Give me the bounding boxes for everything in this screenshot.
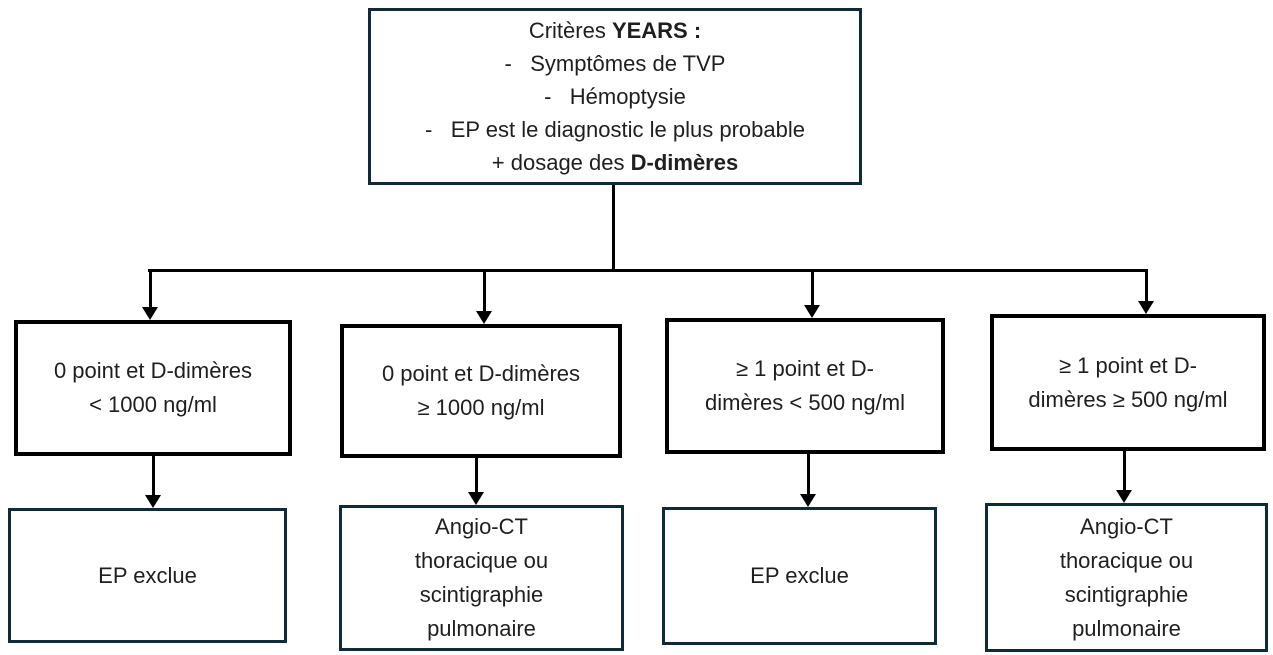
condition-text: ≥ 1 point et D- dimères < 500 ng/ml — [705, 356, 905, 415]
outcome-box-angioct-1: Angio-CT thoracique ou scintigraphie pul… — [339, 505, 624, 651]
arrow-down-icon — [468, 492, 484, 505]
connector-drop-2 — [483, 269, 486, 312]
arrow-down-icon — [145, 495, 161, 508]
criteria-item-tvp: - Symptômes de TVP — [504, 51, 726, 76]
arrow-down-icon — [1116, 490, 1132, 503]
criteria-footer: + dosage des D-dimères — [492, 146, 738, 179]
outcome-box-ep-exclue-2: EP exclue — [662, 507, 937, 645]
outcome-text: EP exclue — [98, 562, 197, 588]
arrow-down-icon — [804, 305, 820, 318]
arrow-down-icon — [800, 494, 816, 507]
connector-outcome-1 — [152, 456, 155, 496]
condition-text: 0 point et D-dimères < 1000 ng/ml — [53, 358, 253, 417]
connector-outcome-4 — [1123, 451, 1126, 491]
connector-stem — [612, 185, 615, 270]
arrow-down-icon — [142, 307, 158, 320]
connector-outcome-3 — [807, 454, 810, 495]
outcome-text: EP exclue — [750, 563, 849, 588]
connector-horizontal — [148, 269, 1148, 272]
connector-drop-4 — [1145, 269, 1148, 302]
outcome-text: Angio-CT thoracique ou scintigraphie pul… — [1059, 513, 1194, 641]
criteria-item-diagnostic: - EP est le diagnostic le plus probable — [425, 117, 805, 142]
condition-text: 0 point et D-dimères ≥ 1000 ng/ml — [381, 361, 581, 420]
condition-box-1pt-dd-high: ≥ 1 point et D- dimères ≥ 500 ng/ml — [990, 314, 1266, 451]
connector-drop-1 — [149, 269, 152, 309]
condition-text: ≥ 1 point et D- dimères ≥ 500 ng/ml — [1028, 352, 1228, 412]
condition-box-0pt-dd-high: 0 point et D-dimères ≥ 1000 ng/ml — [340, 324, 622, 458]
condition-box-0pt-dd-low: 0 point et D-dimères < 1000 ng/ml — [14, 320, 292, 456]
criteria-footer-prefix: + dosage des — [491, 150, 631, 175]
arrow-down-icon — [476, 311, 492, 324]
criteria-title-bold: YEARS : — [611, 18, 702, 43]
outcome-text: Angio-CT thoracique ou scintigraphie pul… — [414, 514, 549, 641]
outcome-box-angioct-2: Angio-CT thoracique ou scintigraphie pul… — [985, 503, 1268, 652]
criteria-footer-bold: D-dimères — [630, 150, 739, 175]
years-criteria-box: Critères YEARS : - Symptômes de TVP - Hé… — [368, 8, 862, 185]
connector-drop-3 — [811, 269, 814, 306]
connector-outcome-2 — [475, 458, 478, 493]
condition-box-1pt-dd-low: ≥ 1 point et D- dimères < 500 ng/ml — [665, 318, 945, 454]
criteria-item-hemoptysie: - Hémoptysie — [544, 84, 686, 109]
outcome-box-ep-exclue-1: EP exclue — [8, 508, 287, 643]
criteria-title: Critères YEARS : — [529, 14, 701, 47]
criteria-title-prefix: Critères — [528, 18, 612, 43]
arrow-down-icon — [1138, 301, 1154, 314]
